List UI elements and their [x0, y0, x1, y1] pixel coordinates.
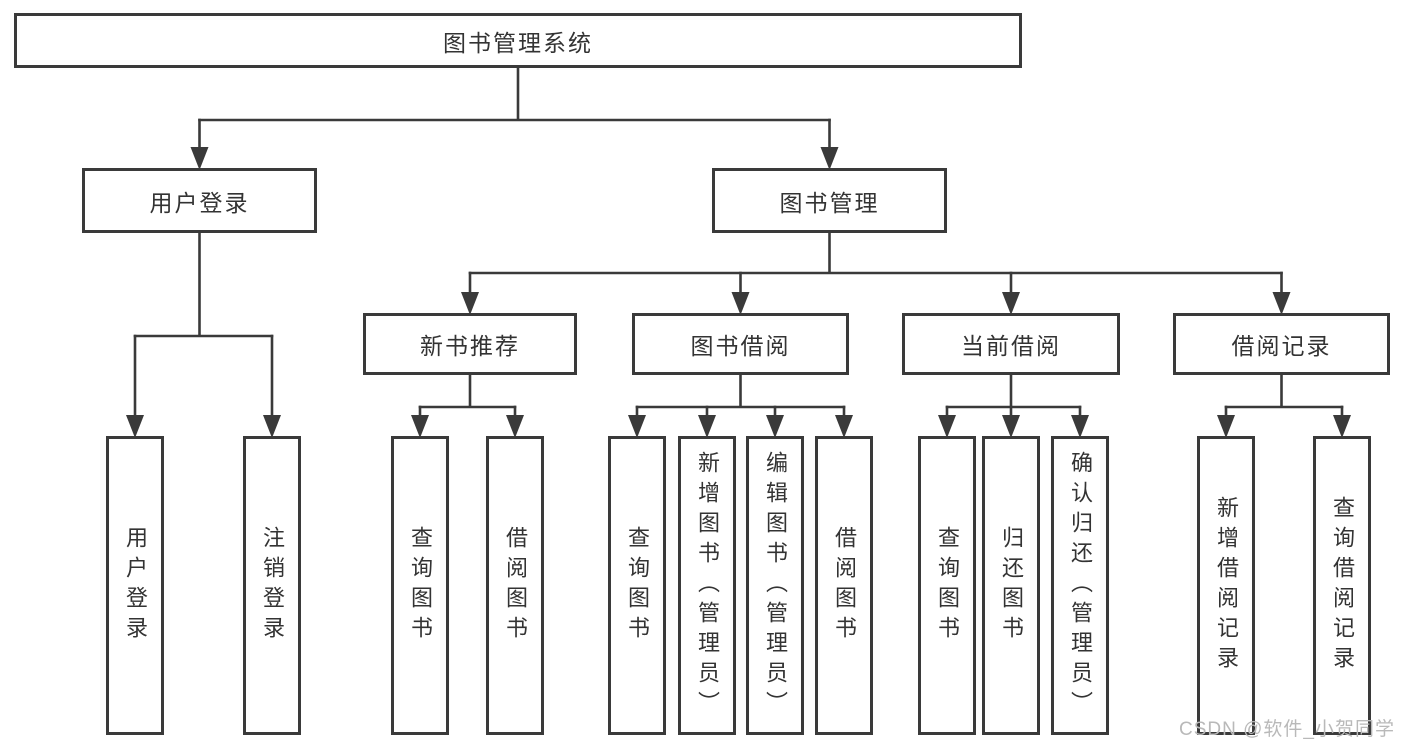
- node-leaf-return-book: 归还图书: [982, 436, 1040, 735]
- node-label: 查询图书: [625, 525, 650, 646]
- arrowhead-icon: [1217, 415, 1235, 438]
- arrowhead-icon: [820, 147, 839, 170]
- node-label: 新书推荐: [420, 333, 520, 359]
- arrowhead-icon: [698, 415, 716, 438]
- node-label: 归还图书: [999, 525, 1024, 646]
- arrowhead-icon: [461, 292, 479, 315]
- arrowhead-icon: [1002, 292, 1020, 315]
- node-borrow-records: 借阅记录: [1173, 313, 1390, 375]
- arrowhead-icon: [1272, 292, 1291, 315]
- node-leaf-add-record: 新增借阅记录: [1197, 436, 1255, 735]
- node-label: 借阅图书: [503, 525, 528, 646]
- node-label: 查询图书: [408, 525, 433, 646]
- node-book-mgmt: 图书管理: [712, 168, 947, 233]
- node-book-borrow: 图书借阅: [632, 313, 849, 375]
- arrowhead-icon: [731, 292, 750, 315]
- node-label: 用户登录: [123, 525, 148, 646]
- node-label: 图书借阅: [690, 333, 791, 359]
- node-label: 当前借阅: [961, 333, 1061, 359]
- arrowhead-icon: [506, 415, 524, 438]
- node-label: 编辑图书（管理员）: [763, 450, 788, 721]
- arrowhead-icon: [835, 415, 853, 438]
- node-leaf-query-book-1: 查询图书: [391, 436, 449, 735]
- node-leaf-query-book-2: 查询图书: [608, 436, 666, 735]
- node-label: 图书管理: [779, 189, 880, 216]
- watermark-text: CSDN @软件_小贺同学: [1179, 719, 1395, 740]
- node-label: 新增借阅记录: [1214, 495, 1239, 676]
- arrowhead-icon: [126, 415, 144, 438]
- node-user-login: 用户登录: [82, 168, 317, 233]
- node-label: 查询图书: [935, 525, 960, 646]
- node-leaf-add-book: 新增图书（管理员）: [678, 436, 736, 735]
- node-new-book-rec: 新书推荐: [363, 313, 577, 375]
- arrowhead-icon: [190, 147, 209, 170]
- node-root: 图书管理系统: [14, 13, 1022, 68]
- node-leaf-query-book-3: 查询图书: [918, 436, 976, 735]
- arrowhead-icon: [1002, 415, 1020, 438]
- arrowhead-icon: [411, 415, 429, 438]
- arrowhead-icon: [263, 415, 281, 438]
- node-label: 确认归还（管理员）: [1068, 450, 1093, 721]
- node-label: 用户登录: [149, 189, 250, 216]
- node-leaf-borrow-book-1: 借阅图书: [486, 436, 544, 735]
- node-current-borrow: 当前借阅: [902, 313, 1120, 375]
- node-label: 借阅图书: [832, 525, 857, 646]
- arrowhead-icon: [628, 415, 646, 438]
- node-leaf-logout: 注销登录: [243, 436, 301, 735]
- arrowhead-icon: [1333, 415, 1351, 438]
- arrowhead-icon: [766, 415, 784, 438]
- node-label: 图书管理系统: [443, 29, 593, 56]
- node-leaf-query-record: 查询借阅记录: [1313, 436, 1371, 735]
- arrowhead-icon: [1071, 415, 1089, 438]
- node-leaf-edit-book: 编辑图书（管理员）: [746, 436, 804, 735]
- node-leaf-user-login: 用户登录: [106, 436, 164, 735]
- node-label: 注销登录: [260, 525, 285, 646]
- node-leaf-confirm-return: 确认归还（管理员）: [1051, 436, 1109, 735]
- node-leaf-borrow-book-2: 借阅图书: [815, 436, 873, 735]
- arrowhead-icon: [938, 415, 956, 438]
- node-label: 查询借阅记录: [1330, 495, 1355, 676]
- node-label: 借阅记录: [1231, 333, 1332, 359]
- node-label: 新增图书（管理员）: [695, 450, 720, 721]
